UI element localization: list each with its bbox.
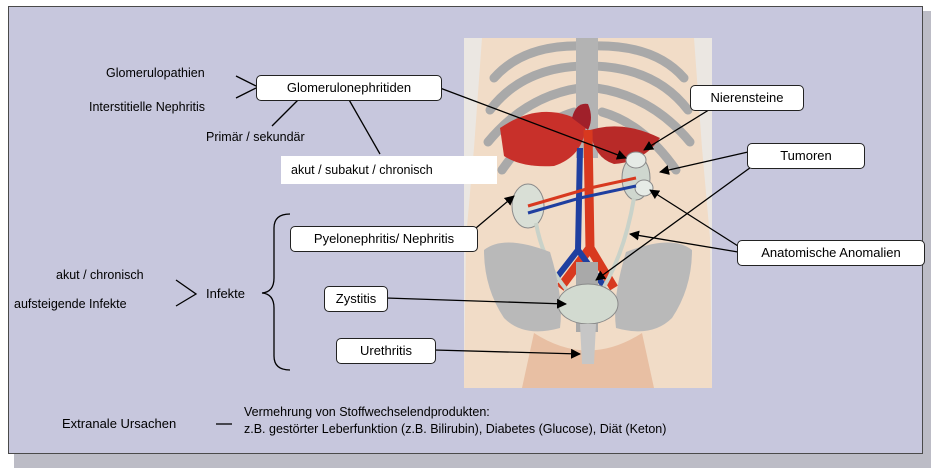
label-infekte: Infekte (206, 286, 245, 301)
label-glomerulopathien: Glomerulopathien (106, 66, 205, 80)
box-urethritis: Urethritis (336, 338, 436, 364)
label-interstitielle-nephritis: Interstitielle Nephritis (89, 100, 205, 114)
box-tumoren: Tumoren (747, 143, 865, 169)
box-glomerulonephritiden: Glomerulonephritiden (256, 75, 442, 101)
box-nierensteine: Nierensteine (690, 85, 804, 111)
label-aufsteigende-infekte: aufsteigende Infekte (14, 297, 127, 311)
label-akut-chronisch: akut / chronisch (56, 268, 144, 282)
label-primaer-sekundaer: Primär / sekundär (206, 130, 305, 144)
footer-line-1: Vermehrung von Stoffwechselendprodukten: (244, 405, 490, 419)
label-extranale-ursachen: Extranale Ursachen (62, 416, 176, 431)
box-pyelonephritis: Pyelonephritis/ Nephritis (290, 226, 478, 252)
footer-line-2: z.B. gestörter Leberfunktion (z.B. Bilir… (244, 422, 666, 436)
box-anatomische-anomalien: Anatomische Anomalien (737, 240, 925, 266)
box-zystitis: Zystitis (324, 286, 388, 312)
label-akut-subakut-chronisch: akut / subakut / chronisch (281, 156, 497, 184)
